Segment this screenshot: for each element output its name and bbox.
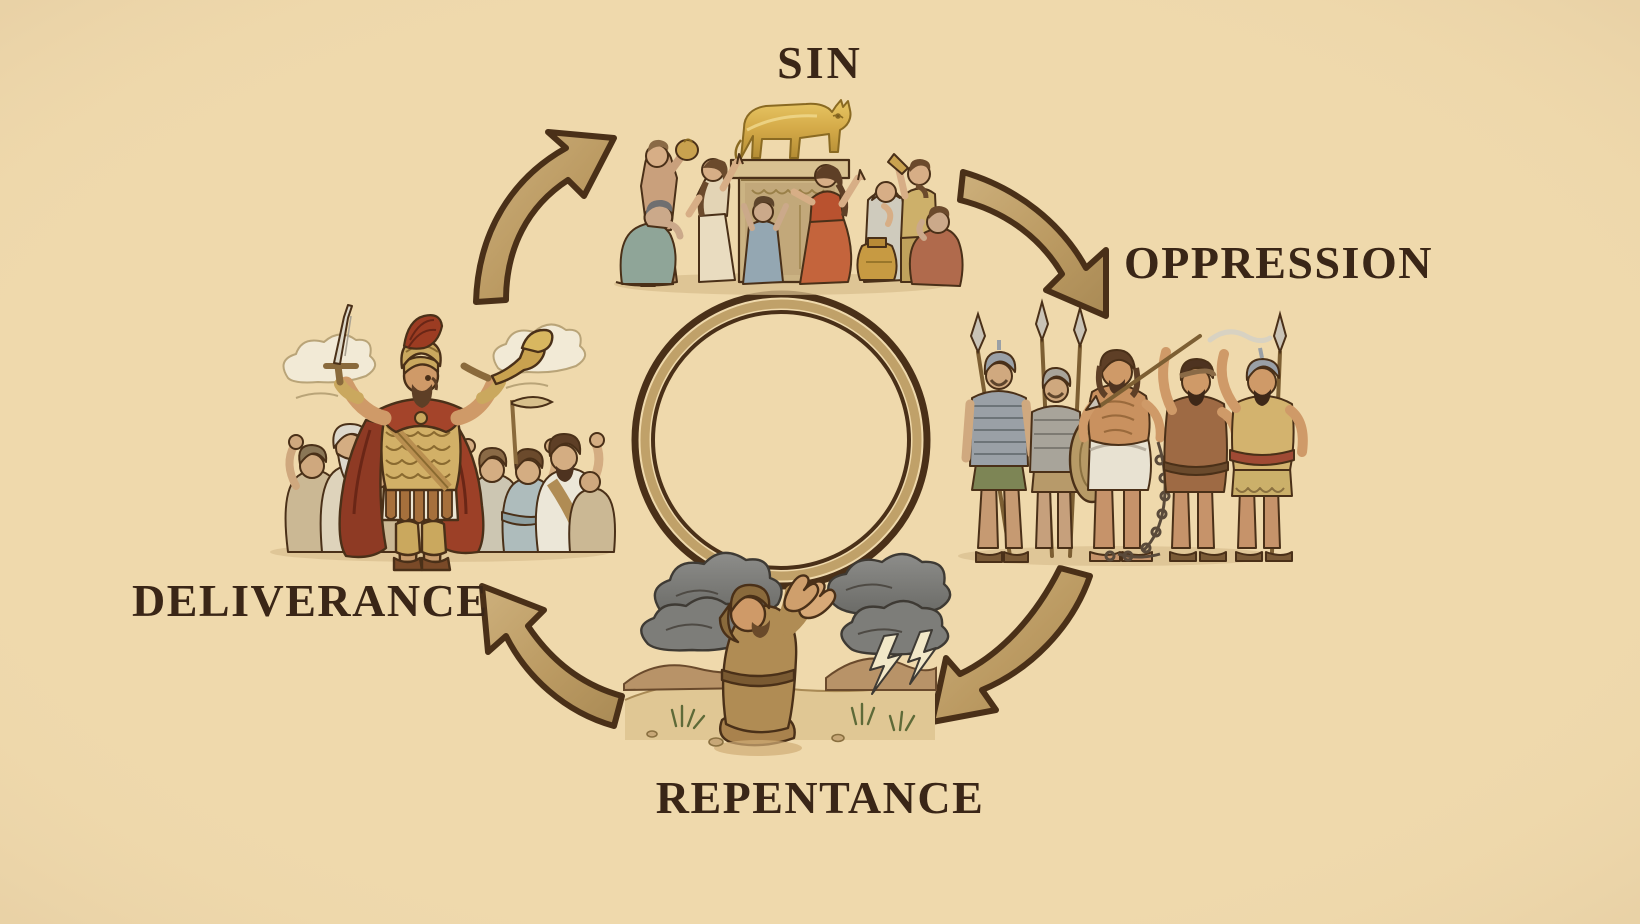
label-sin: SIN bbox=[777, 37, 863, 88]
label-oppression: OPPRESSION bbox=[1124, 237, 1433, 288]
label-deliverance: DELIVERANCE bbox=[132, 575, 489, 626]
label-repentance: REPENTANCE bbox=[655, 772, 985, 823]
